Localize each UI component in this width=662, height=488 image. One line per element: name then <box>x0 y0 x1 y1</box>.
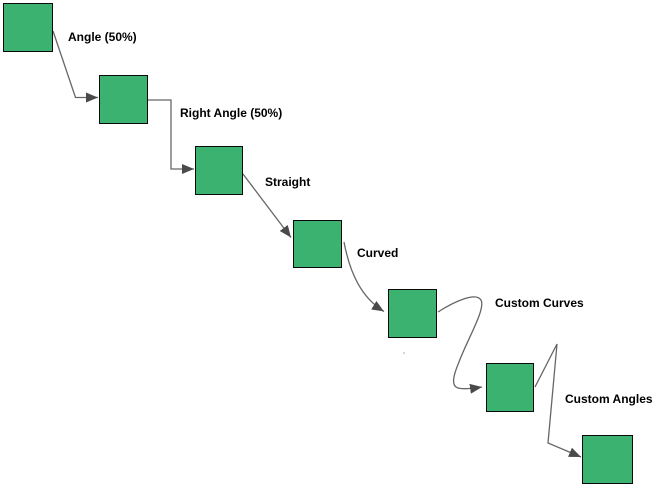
node-6[interactable] <box>486 363 534 412</box>
connector-straight[interactable] <box>242 173 292 238</box>
connector-custom-angles[interactable] <box>534 343 582 458</box>
node-2[interactable] <box>99 75 148 124</box>
label-curved: Curved <box>357 246 399 260</box>
connector-angle[interactable] <box>52 30 98 103</box>
connector-right-angle[interactable] <box>148 99 194 174</box>
connector-custom-curves[interactable] <box>437 296 483 394</box>
label-right-angle: Right Angle (50%) <box>180 106 283 120</box>
label-angle: Angle (50%) <box>68 30 137 44</box>
label-custom-curves: Custom Curves <box>495 296 584 310</box>
node-1[interactable] <box>3 3 53 52</box>
node-7[interactable] <box>582 435 633 484</box>
node-3[interactable] <box>195 146 243 195</box>
connector-curved[interactable] <box>343 241 385 313</box>
node-5[interactable] <box>388 289 437 338</box>
label-straight: Straight <box>265 175 311 189</box>
stray-dot-artifact <box>403 352 405 354</box>
label-custom-angles: Custom Angles <box>565 392 653 406</box>
node-4[interactable] <box>293 220 342 268</box>
